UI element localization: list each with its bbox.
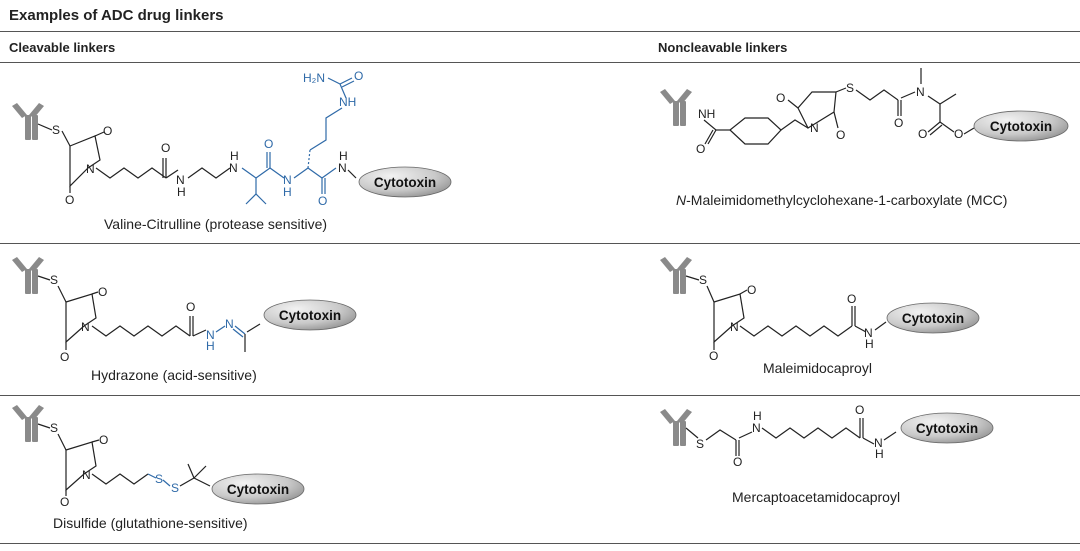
valcit-structure: S O N O O N H N H O N H NH H₂N O <box>12 69 452 208</box>
atom-o: O <box>918 127 927 141</box>
atom-s: S <box>699 273 707 287</box>
cytotoxin-label: Cytotoxin <box>990 119 1052 134</box>
atom-o: O <box>354 69 363 83</box>
atom-n: N <box>338 161 347 175</box>
rule-row-2 <box>0 395 1080 396</box>
atom-o: O <box>776 91 785 105</box>
atom-o: O <box>847 292 856 306</box>
atom-n: N <box>864 326 873 340</box>
atom-n: N <box>810 121 819 135</box>
cytotoxin-payload <box>358 166 452 198</box>
cytotoxin-payload <box>263 299 357 331</box>
column-header-cleavable: Cleavable linkers <box>9 40 116 55</box>
atom-o: O <box>894 116 903 130</box>
atom-n: N <box>225 317 234 331</box>
atom-n: N <box>82 468 91 482</box>
cytotoxin-payload <box>886 302 980 334</box>
antibody-icon <box>12 257 44 294</box>
atom-h: H <box>283 185 292 199</box>
disulfide-structure: S O N O S S Cytotoxin <box>12 405 305 509</box>
mercapto-structure: S O N H O N H Cytotoxin <box>660 403 994 469</box>
mcc-structure: NH O N O O S O N O O Cytotoxin <box>660 68 1069 156</box>
caption-valcit: Valine-Citrulline (protease sensitive) <box>104 216 328 232</box>
atom-o: O <box>733 455 742 469</box>
caption-mcc-text: -Maleimidomethylcyclohexane-1-carboxylat… <box>686 192 1008 208</box>
atom-o: O <box>709 349 718 363</box>
cytotoxin-label: Cytotoxin <box>374 175 436 190</box>
antibody-icon <box>660 409 692 446</box>
column-header-noncleavable: Noncleavable linkers <box>658 40 788 55</box>
rule-bottom <box>0 543 1080 544</box>
cytotoxin-label: Cytotoxin <box>279 308 341 323</box>
atom-n: N <box>229 161 238 175</box>
atom-s: S <box>846 81 854 95</box>
atom-s: S <box>50 421 58 435</box>
atom-h: H <box>177 185 186 199</box>
atom-o: O <box>161 141 170 155</box>
atom-o: O <box>186 300 195 314</box>
antibody-icon <box>12 103 44 140</box>
atom-n: N <box>176 173 185 187</box>
cytotoxin-payload <box>973 110 1069 142</box>
cytotoxin-label: Cytotoxin <box>916 421 978 436</box>
table-title: Examples of ADC drug linkers <box>9 7 224 24</box>
antibody-icon <box>12 405 44 442</box>
caption-disulfide: Disulfide (glutathione-sensitive) <box>53 515 248 531</box>
atom-s: S <box>52 123 60 137</box>
atom-s: S <box>50 273 58 287</box>
atom-n: N <box>86 162 95 176</box>
rule-header <box>0 62 1080 63</box>
atom-o: O <box>747 283 756 297</box>
cytotoxin-payload <box>211 473 305 505</box>
atom-o: O <box>696 142 705 156</box>
caption-hydrazone: Hydrazone (acid-sensitive) <box>91 367 257 383</box>
atom-o: O <box>954 127 963 141</box>
atom-o: O <box>103 124 112 138</box>
cytotoxin-label: Cytotoxin <box>902 311 964 326</box>
atom-n: N <box>752 421 761 435</box>
atom-o: O <box>98 285 107 299</box>
atom-n: N <box>874 436 883 450</box>
atom-o: O <box>99 433 108 447</box>
atom-s: S <box>171 481 179 495</box>
antibody-icon <box>660 257 692 294</box>
atom-n: N <box>81 320 90 334</box>
atom-s: S <box>696 437 704 451</box>
atom-s: S <box>155 472 163 486</box>
atom-h: H <box>753 409 762 423</box>
atom-h: H <box>875 447 884 461</box>
atom-o: O <box>60 350 69 364</box>
atom-nh: NH <box>698 107 715 121</box>
caption-mercapto: Mercaptoacetamidocaproyl <box>732 489 901 505</box>
cytotoxin-payload <box>900 412 994 444</box>
caption-mcc-italic: N <box>676 192 687 208</box>
atom-o: O <box>65 193 74 207</box>
atom-o: O <box>318 194 327 208</box>
atom-h: H <box>339 149 348 163</box>
atom-o: O <box>855 403 864 417</box>
caption-mcc: N-Maleimidomethylcyclohexane-1-carboxyla… <box>676 192 1007 208</box>
atom-h: H <box>865 337 874 351</box>
atom-h2n: H₂N <box>303 71 325 85</box>
hydrazone-structure: S O N O O N H N Cytotoxin <box>12 257 357 364</box>
atom-n: N <box>730 320 739 334</box>
atom-n: N <box>916 85 925 99</box>
atom-o: O <box>836 128 845 142</box>
atom-nh: NH <box>339 95 356 109</box>
caption-maleimidocaproyl: Maleimidocaproyl <box>763 360 872 376</box>
atom-h: H <box>230 149 239 163</box>
atom-n: N <box>283 173 292 187</box>
atom-h: H <box>206 339 215 353</box>
atom-n: N <box>206 328 215 342</box>
rule-top <box>0 31 1080 32</box>
maleimidocaproyl-structure: S O N O O N H Cytotoxin <box>660 257 980 363</box>
cytotoxin-label: Cytotoxin <box>227 482 289 497</box>
antibody-icon <box>660 89 692 126</box>
atom-o: O <box>264 137 273 151</box>
atom-o: O <box>60 495 69 509</box>
rule-row-1 <box>0 243 1080 244</box>
